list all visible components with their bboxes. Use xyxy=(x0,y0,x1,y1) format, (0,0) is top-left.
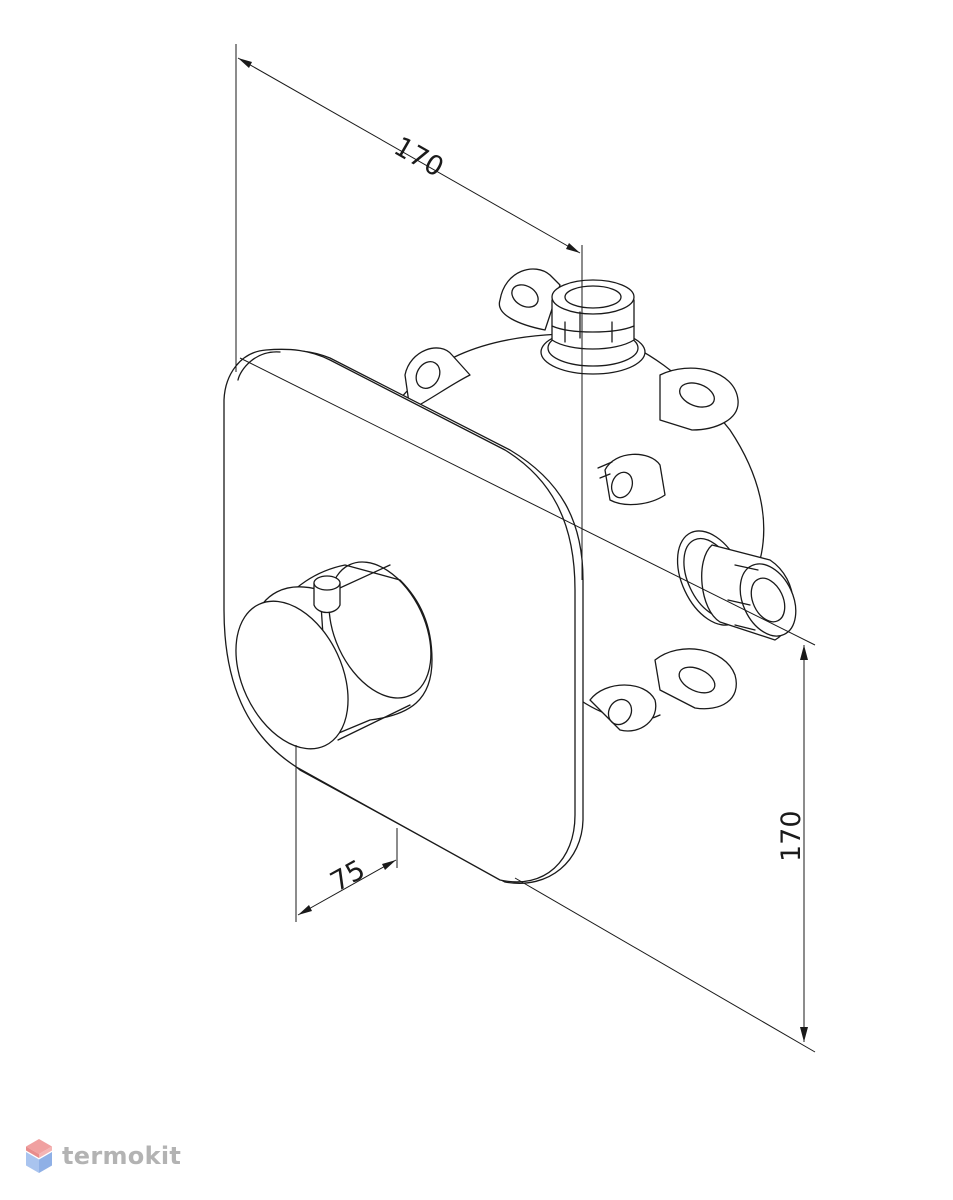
top-pipe-connector xyxy=(540,279,646,375)
brand-watermark: termokit xyxy=(24,1136,181,1176)
valve-housing xyxy=(394,268,765,732)
dimension-height-label: 170 xyxy=(776,810,807,862)
dimension-width-label: 170 xyxy=(389,131,449,183)
side-port-boss xyxy=(604,453,666,506)
mounting-ear-top xyxy=(498,268,561,331)
mounting-ear-right xyxy=(659,367,739,431)
mounting-ear-lower-right xyxy=(654,648,737,710)
dimension-depth-label: 75 xyxy=(325,854,370,898)
hexagon-cube-icon xyxy=(26,1139,52,1173)
mounting-ear-lower-left xyxy=(589,684,657,732)
dimension-depth xyxy=(295,745,398,922)
brand-name: termokit xyxy=(62,1142,182,1170)
thermostat-knob xyxy=(235,561,433,750)
side-pipe-connector xyxy=(676,530,797,641)
mounting-ear-upper-left xyxy=(404,347,471,411)
dimension-width xyxy=(235,44,583,580)
dimension-height xyxy=(514,645,816,1053)
center-axis-line xyxy=(239,357,816,646)
